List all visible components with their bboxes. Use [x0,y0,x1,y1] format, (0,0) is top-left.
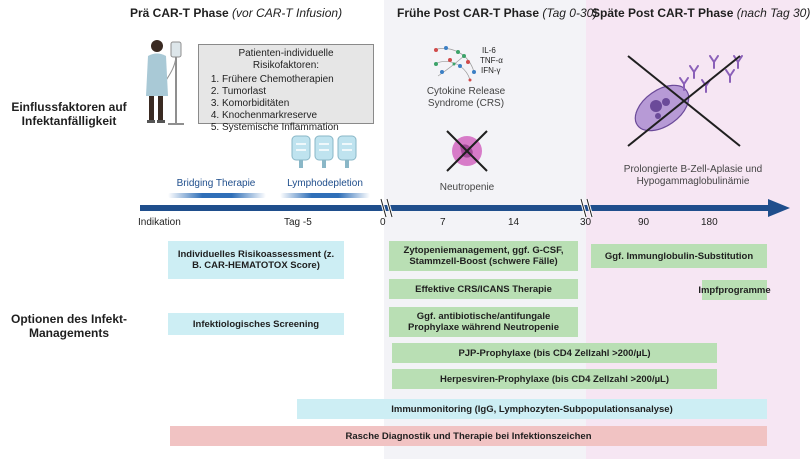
tick-label: 180 [701,217,718,228]
crs-label: Cytokine Release Syndrome (CRS) [426,86,506,109]
infection-screening-bar: Infektiologisches Screening [168,313,344,335]
pjp-prophylaxis-bar: PJP-Prophylaxe (bis CD4 Zellzahl >200/µL… [392,343,717,363]
management-options-label: Optionen des Infekt-Managements [10,312,127,340]
bridging-therapy-label: Bridging Therapie [176,178,256,189]
lymphodepletion-label: Lymphodepletion [287,178,363,189]
risk-factor-item: Frühere Chemotherapien [222,74,366,86]
tick-label: 30 [580,217,592,228]
risk-assessment-bar: Individuelles Risikoassessment (z. B. CA… [168,241,344,279]
tick-label: Tag -5 [284,217,312,228]
early-phase-title: Frühe Post CAR-T Phase (Tag 0-30) [397,6,598,20]
risk-factor-item: Tumorlast [222,86,366,98]
influence-factors-label: Einflussfaktoren auf Infektanfälligkeit [11,100,127,128]
tick-label: 0 [380,217,386,228]
risk-factors-box: Patienten-individuelle Risikofaktoren: F… [198,44,374,133]
cytokine-network-icon [433,46,476,82]
neutropenia-label: Neutropenie [439,182,495,193]
late-phase-title: Späte Post CAR-T Phase (nach Tag 30) [592,6,810,20]
tick-label: 7 [440,217,446,228]
tick-label: Indikation [138,217,181,228]
immunoglobulin-substitution-bar: Ggf. Immunglobulin-Substitution [591,244,767,268]
risk-factor-item: Systemische Inflammation [222,122,366,134]
risk-factor-item: Komorbiditäten [222,98,366,110]
cytokine-il6-label: IL-6 [482,46,496,55]
neutrophil-crossed-icon [446,130,488,172]
patient-iv-icon [146,40,184,125]
risk-factors-header: Patienten-individuelle Risikofaktoren: [238,48,334,71]
cytokine-tnf-label: TNF-α [480,56,503,65]
tick-label: 14 [508,217,520,228]
herpes-prophylaxis-bar: Herpesviren-Prophylaxe (bis CD4 Zellzahl… [392,369,717,389]
immunomonitoring-bar: Immunmonitoring (IgG, Lymphozyten-Subpop… [297,399,767,419]
tick-label: 90 [638,217,650,228]
bcell-aplasia-label: Prolongierte B-Zell-Aplasie und Hypogamm… [623,164,763,187]
vaccination-program-bar: Impfprogramme [698,280,771,300]
pre-phase-title: Prä CAR-T Phase (vor CAR-T Infusion) [130,6,343,20]
rapid-diagnostics-bar: Rasche Diagnostik und Therapie bei Infek… [170,426,767,446]
lymphodepletion-bar [280,193,370,198]
bcell-antibody-crossed-icon [627,55,743,147]
risk-factors-list: Frühere Chemotherapien Tumorlast Komorbi… [206,74,366,134]
cytopenia-management-bar: Zytopeniemanagement, ggf. G-CSF, Stammze… [389,241,578,271]
timeline-arrow [140,198,790,218]
bridging-therapy-bar [168,193,266,198]
crs-icans-therapy-bar: Effektive CRS/ICANS Therapie [389,279,578,299]
cytokine-ifn-label: IFN-γ [481,66,501,75]
antimicrobial-prophylaxis-bar: Ggf. antibiotische/antifungale Prophylax… [389,307,578,337]
risk-factor-item: Knochenmarkreserve [222,110,366,122]
infusion-bags-icon [291,135,357,168]
